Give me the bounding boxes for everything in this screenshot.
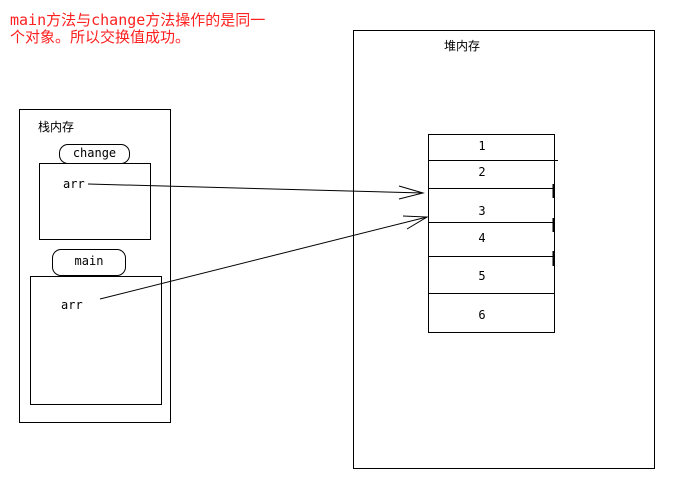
heap-memory-box <box>353 30 655 469</box>
main-arr-arrowhead <box>402 215 429 230</box>
heap-cell-1: 1 <box>478 139 486 153</box>
change-frame-label-pill: change <box>59 144 130 164</box>
annotation-note: main方法与change方法操作的是同一个对象。所以交换值成功。 <box>10 11 266 46</box>
change-frame-label: change <box>72 146 117 160</box>
main-frame-box <box>30 276 162 405</box>
change-arr-variable: arr <box>63 177 85 191</box>
heap-memory-title: 堆内存 <box>444 39 481 53</box>
change-arr-arrowhead <box>398 185 425 200</box>
stack-memory-box <box>19 109 171 423</box>
change-arr-reference-arrow <box>87 183 424 194</box>
heap-cell-5: 5 <box>478 269 486 283</box>
main-arr-variable: arr <box>61 298 83 312</box>
heap-cell-6: 6 <box>478 308 486 322</box>
heap-cell-2: 2 <box>478 165 486 179</box>
main-arr-reference-arrow <box>99 216 428 300</box>
heap-cell-3: 3 <box>478 204 486 218</box>
heap-array-box <box>428 134 555 333</box>
heap-cell-4: 4 <box>478 231 486 245</box>
main-frame-label: main <box>74 254 104 268</box>
main-frame-label-pill: main <box>52 249 126 276</box>
stack-memory-title: 栈内存 <box>38 120 75 134</box>
